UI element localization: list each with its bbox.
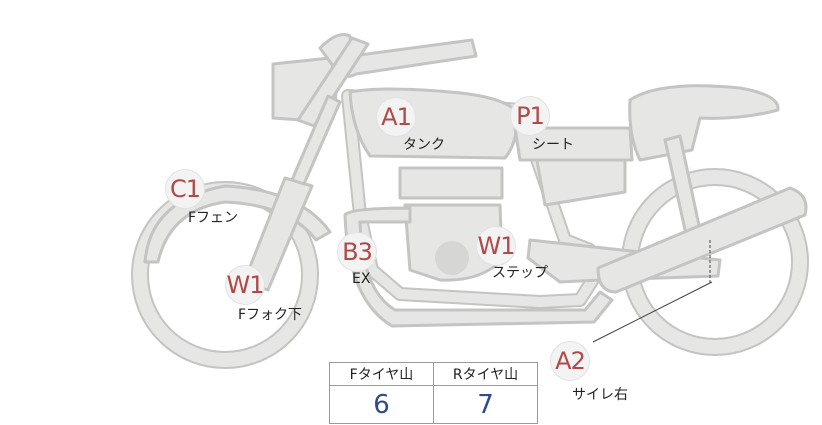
marker-c1: C1 <box>165 169 205 209</box>
rear-tread-header: Rタイヤ山 <box>433 362 538 386</box>
label-exhaust: EX <box>352 271 371 287</box>
marker-a1: A1 <box>376 97 416 137</box>
label-front-fork-lower: Fフォク下 <box>238 307 303 323</box>
rear-tread-value: 7 <box>433 385 538 424</box>
front-tread-value: 6 <box>329 385 434 424</box>
exhaust-pipe <box>343 206 614 328</box>
marker-b3: B3 <box>337 232 377 272</box>
marker-w1-step: W1 <box>476 226 516 266</box>
seat <box>513 126 634 162</box>
engine-cover <box>435 241 469 275</box>
label-tank: タンク <box>403 137 445 153</box>
airbox <box>398 166 504 200</box>
label-front-fender: Fフェン <box>188 210 239 226</box>
tire-tread-table: Fタイヤ山 Rタイヤ山 6 7 <box>329 362 538 424</box>
marker-w1-fork: W1 <box>225 265 265 305</box>
front-tread-header: Fタイヤ山 <box>329 362 434 386</box>
muffler <box>596 186 808 294</box>
marker-a2: A2 <box>550 341 590 381</box>
label-step: ステップ <box>492 265 548 281</box>
rear-seat <box>628 84 780 162</box>
leader-line <box>592 281 713 343</box>
label-silencer-right: サイレ右 <box>572 387 628 403</box>
marker-p1: P1 <box>510 96 550 136</box>
label-seat: シート <box>532 137 574 153</box>
